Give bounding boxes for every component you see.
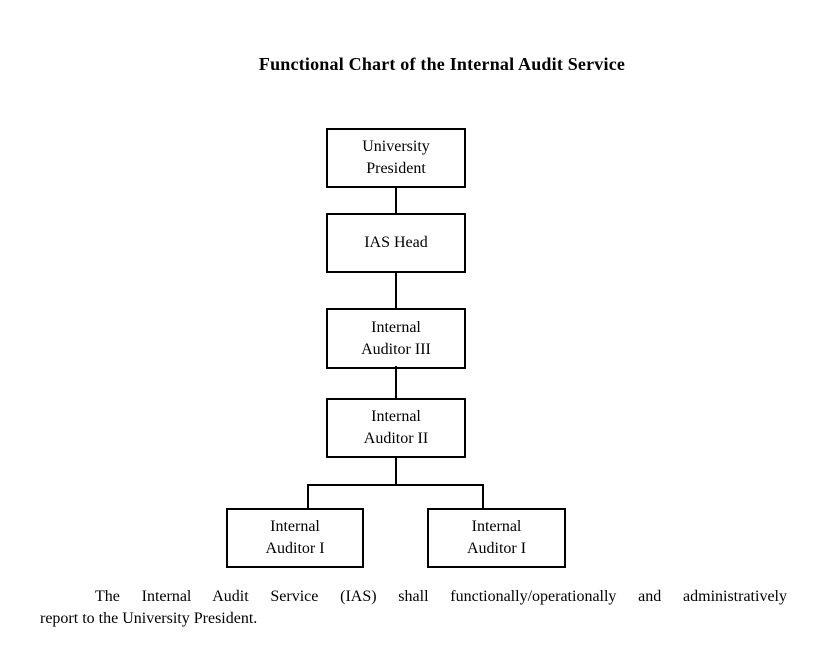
- connector-drop-auditor-i-right: [482, 484, 484, 510]
- chart-title: Functional Chart of the Internal Audit S…: [258, 54, 626, 74]
- connector-auditor-iii-to-auditor-ii: [395, 366, 397, 400]
- org-node-ias-head: IAS Head: [326, 213, 466, 273]
- footnote-paragraph: The Internal Audit Service (IAS) shall f…: [40, 586, 787, 630]
- connector-president-to-ias-head: [395, 186, 397, 215]
- connector-ias-head-to-auditor-iii: [395, 271, 397, 310]
- connector-drop-auditor-i-left: [307, 484, 309, 510]
- connector-horizontal-branch: [307, 484, 484, 486]
- connector-auditor-ii-stub: [395, 456, 397, 486]
- footnote-line-1: The Internal Audit Service (IAS) shall f…: [95, 588, 787, 605]
- footnote-line-2: report to the University President.: [40, 610, 258, 627]
